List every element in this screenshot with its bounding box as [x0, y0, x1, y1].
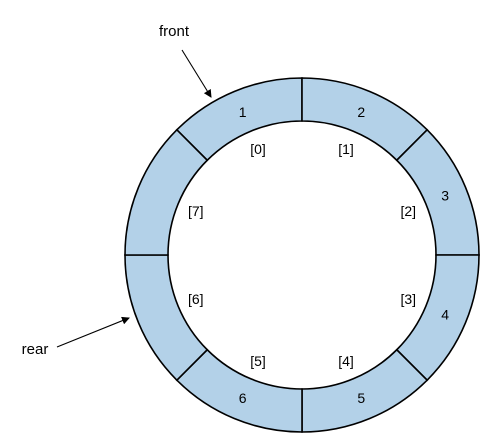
- slot-index-label: [1]: [338, 141, 354, 157]
- slot-indices: [0] [1] [2] [3] [4] [5] [6] [7]: [188, 141, 416, 369]
- slot-value-label: 1: [239, 104, 247, 120]
- rear-arrow: [56, 316, 130, 348]
- slot-index-label: [2]: [400, 203, 416, 219]
- slot-index-label: [7]: [188, 203, 204, 219]
- ring-segment: [124, 128, 209, 256]
- queue-ring: [124, 77, 480, 433]
- ring-segment: [395, 128, 480, 256]
- slot-values: 1 2 3 4 5 6: [239, 104, 450, 406]
- rear-label: rear: [22, 341, 49, 358]
- slot-index-label: [6]: [188, 291, 204, 307]
- slot-value-label: 4: [441, 306, 449, 322]
- slot-value-label: 6: [239, 390, 247, 406]
- ring-segment: [124, 254, 209, 382]
- slot-index-label: [4]: [338, 353, 354, 369]
- slot-index-label: [0]: [250, 141, 266, 157]
- slot-index-label: [5]: [250, 353, 266, 369]
- front-label: front: [159, 23, 190, 40]
- front-arrow: [181, 49, 212, 98]
- slot-value-label: 3: [441, 188, 449, 204]
- slot-index-label: [3]: [400, 291, 416, 307]
- slot-value-label: 5: [357, 390, 365, 406]
- slot-value-label: 2: [357, 104, 365, 120]
